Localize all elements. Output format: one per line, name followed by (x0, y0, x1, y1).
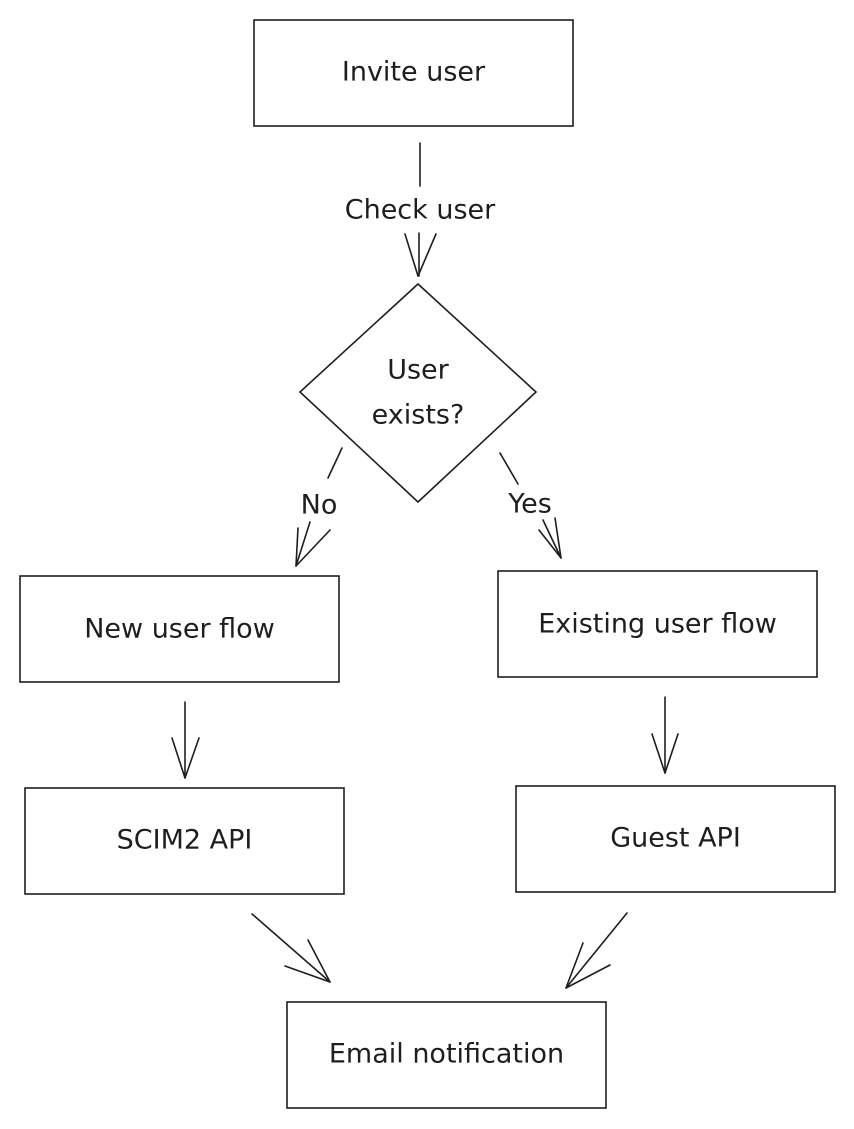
edge-no-label: No (301, 490, 338, 521)
node-invite-user-label: Invite user (342, 57, 486, 88)
edge-no: No (295, 447, 343, 567)
node-invite-user: Invite user (253, 19, 574, 127)
edge-yes: Yes (499, 452, 562, 559)
node-email-notification: Email notification (286, 1001, 607, 1109)
edge-new-flow-to-scim2 (171, 701, 200, 779)
node-scim2-api-label: SCIM2 API (117, 825, 253, 856)
node-new-user-flow-label: New user flow (84, 614, 275, 645)
node-user-exists: User exists? (298, 282, 538, 504)
node-existing-user-flow: Existing user flow (497, 570, 818, 678)
node-user-exists-line-2: exists? (372, 400, 465, 431)
node-guest-api: Guest API (515, 785, 836, 893)
node-new-user-flow: New user flow (19, 575, 340, 683)
edge-guest-to-email (565, 912, 628, 989)
edge-check-user-label: Check user (345, 195, 496, 226)
edge-scim2-to-email (251, 913, 331, 983)
node-guest-api-label: Guest API (610, 823, 741, 854)
node-scim2-api: SCIM2 API (24, 787, 345, 895)
node-email-notification-label: Email notification (329, 1039, 564, 1070)
node-existing-user-flow-label: Existing user flow (538, 609, 777, 640)
edge-check-user: Check user (345, 142, 496, 277)
edge-existing-flow-to-guest (651, 696, 679, 774)
node-user-exists-line-1: User (387, 355, 449, 386)
edge-yes-label: Yes (507, 489, 552, 520)
